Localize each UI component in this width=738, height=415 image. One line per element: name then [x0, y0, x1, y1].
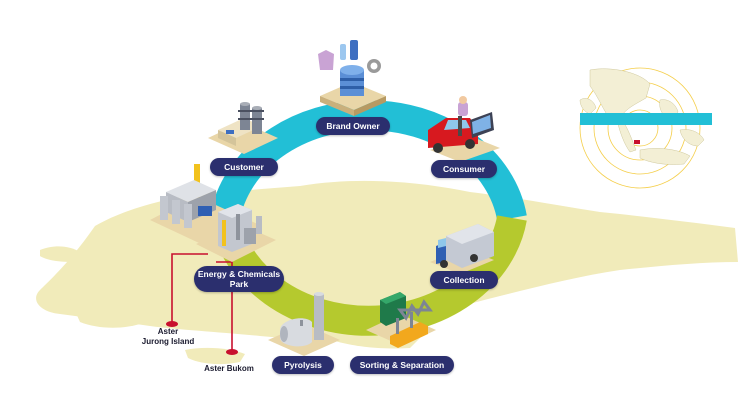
sorting-machine-icon [366, 292, 436, 348]
label-sorting-separation: Sorting & Separation [350, 356, 454, 374]
label-brand-owner: Brand Owner [316, 117, 390, 135]
pyrolysis-tank-icon [268, 292, 340, 356]
label-customer: Customer [210, 158, 278, 176]
label-energy-line2: Park [229, 279, 249, 289]
truck-icon [430, 224, 494, 274]
label-pyrolysis: Pyrolysis [272, 356, 334, 374]
label-energy-line1: Energy & Chemicals [197, 269, 281, 279]
jurong-marker [166, 321, 178, 327]
label-consumer: Consumer [431, 160, 497, 178]
location-jurong-line1: Aster [157, 327, 179, 336]
refinery-icon [150, 164, 276, 262]
product-bottles-icon [318, 40, 386, 116]
car-laptop-icon [428, 96, 500, 162]
factory-silos-icon [208, 102, 278, 154]
southeast-asia-map-icon [579, 67, 712, 189]
location-aster-jurong: Aster Jurong Island [128, 327, 208, 347]
bukom-marker [226, 349, 238, 355]
label-collection: Collection [430, 271, 498, 289]
location-aster-bukom: Aster Bukom [204, 364, 254, 373]
location-jurong-line2: Jurong Island [141, 337, 195, 346]
label-energy-chemicals-park: Energy & Chemicals Park [194, 266, 284, 292]
